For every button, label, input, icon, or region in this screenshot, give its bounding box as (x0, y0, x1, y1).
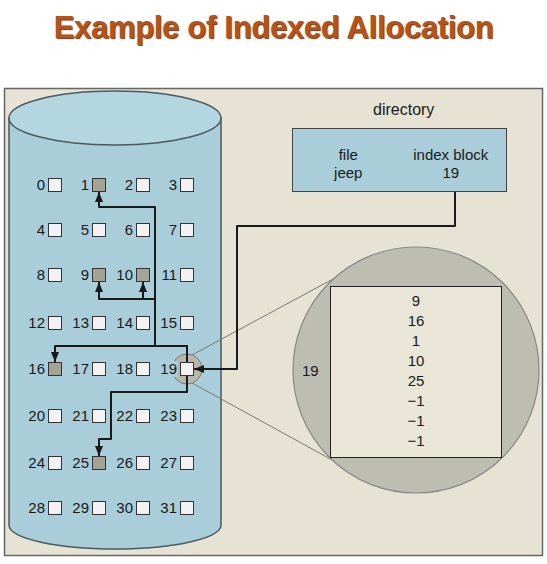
block-number: 12 (27, 315, 46, 331)
index-entry: −1 (331, 431, 501, 451)
disk-block: 27 (180, 456, 194, 470)
pointer-arrow (99, 282, 187, 362)
block-number: 3 (168, 177, 178, 193)
block-number: 29 (71, 500, 90, 516)
disk-block: 17 (92, 362, 106, 376)
disk-block: 13 (92, 316, 106, 330)
pointer-arrow (99, 192, 187, 362)
block-number: 1 (80, 177, 90, 193)
disk-block: 15 (180, 316, 194, 330)
block-number: 17 (71, 361, 90, 377)
disk-block: 1 (92, 178, 106, 192)
block-number: 22 (115, 408, 134, 424)
block-number: 13 (71, 315, 90, 331)
block-number: 10 (115, 267, 134, 283)
disk-block: 4 (48, 223, 62, 237)
index-entry: 1 (331, 331, 501, 351)
block-number: 11 (160, 267, 178, 283)
pointer-arrow (99, 376, 187, 456)
block-number: 16 (27, 361, 46, 377)
disk-block: 28 (48, 501, 62, 515)
block-number: 26 (115, 455, 134, 471)
disk-block: 30 (136, 501, 150, 515)
index-entry: 10 (331, 351, 501, 371)
block-number: 20 (27, 408, 46, 424)
index-block: 91611025−1−1−1 (330, 286, 502, 458)
disk-block: 2 (136, 178, 150, 192)
column-header: file (297, 146, 400, 164)
disk-block: 12 (48, 316, 62, 330)
block-number: 6 (124, 222, 134, 238)
disk-block: 21 (92, 409, 106, 423)
pointer-arrow (55, 346, 187, 362)
zoom-circle: 1991611025−1−1−1 (292, 246, 540, 494)
disk-block: 20 (48, 409, 62, 423)
block-number: 31 (159, 500, 178, 516)
index-entry: −1 (331, 411, 501, 431)
panel (5, 89, 543, 556)
block-number: 27 (159, 455, 178, 471)
zoom-circle-shape (293, 247, 539, 493)
disk-block: 25 (92, 456, 106, 470)
disk-cylinder (9, 118, 221, 549)
disk-block: 10 (136, 268, 150, 282)
directory-table: directoryfileindex blockjeep19 (292, 128, 507, 192)
block-number: 25 (71, 455, 90, 471)
block-number: 30 (115, 500, 134, 516)
disk-block: 22 (136, 409, 150, 423)
block-number: 21 (71, 408, 90, 424)
disk-block: 19 (180, 362, 194, 376)
disk-block: 31 (180, 501, 194, 515)
column-header: index block (400, 146, 503, 164)
disk-block: 16 (48, 362, 62, 376)
directory-heading: directory (373, 101, 434, 119)
block-number: 2 (124, 177, 134, 193)
disk-block: 24 (48, 456, 62, 470)
disk-block: 8 (48, 268, 62, 282)
block-number: 15 (159, 315, 178, 331)
disk-block: 29 (92, 501, 106, 515)
block-number: 19 (159, 361, 178, 377)
disk-block: 18 (136, 362, 150, 376)
block-number: 9 (80, 267, 90, 283)
block-number: 19 (302, 362, 319, 379)
block-number: 24 (27, 455, 46, 471)
index-entry: 25 (331, 371, 501, 391)
index-entry: 16 (331, 311, 501, 331)
index-entry: −1 (331, 391, 501, 411)
table-cell: jeep (297, 164, 400, 182)
disk-block: 3 (180, 178, 194, 192)
disk-block: 5 (92, 223, 106, 237)
index-entry: 9 (331, 291, 501, 311)
table-cell: 19 (400, 164, 503, 182)
disk-block: 7 (180, 223, 194, 237)
block-number: 18 (115, 361, 134, 377)
disk-block: 9 (92, 268, 106, 282)
block-number: 0 (36, 177, 46, 193)
disk-block: 26 (136, 456, 150, 470)
disk-block: 11 (180, 268, 194, 282)
block-number: 4 (36, 222, 46, 238)
block-number: 7 (168, 222, 178, 238)
title: Example of Indexed Allocation (0, 10, 547, 46)
disk-top (9, 91, 221, 145)
block-number: 28 (27, 500, 46, 516)
block-number: 5 (80, 222, 90, 238)
disk-block: 6 (136, 223, 150, 237)
block-number: 8 (36, 267, 46, 283)
block-number: 23 (159, 408, 178, 424)
disk-block: 23 (180, 409, 194, 423)
directory-grid: fileindex blockjeep19 (293, 129, 506, 190)
block-number: 14 (115, 315, 134, 331)
disk-block: 14 (136, 316, 150, 330)
disk-block: 0 (48, 178, 62, 192)
